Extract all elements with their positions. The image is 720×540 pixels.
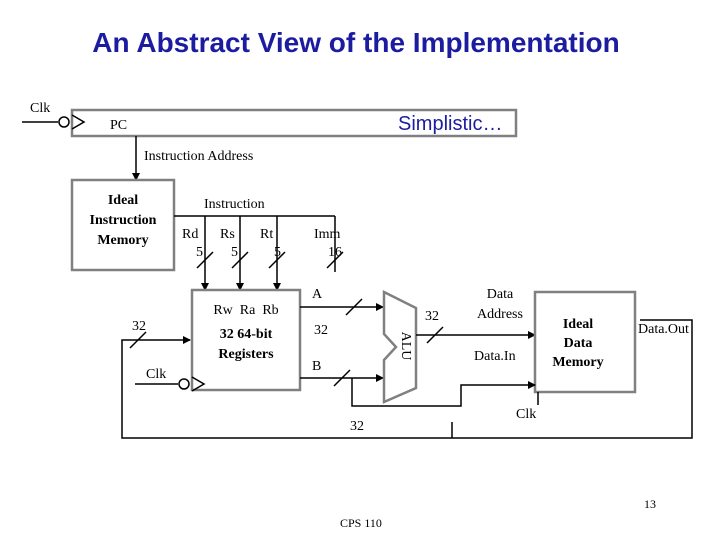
data-out-label: Data.Out: [638, 322, 689, 337]
pc-clk-label: Clk: [30, 101, 50, 116]
page-number: 13: [644, 497, 656, 511]
pc-label: PC: [110, 118, 127, 133]
alu-input-b: B: [312, 359, 321, 374]
slide-title: An Abstract View of the Implementation: [92, 27, 619, 58]
data-memory: [533, 290, 637, 394]
field-rd-width: 5: [196, 245, 203, 260]
instruction-memory-line1: Ideal: [108, 193, 138, 208]
alu-input-width: 32: [314, 323, 328, 338]
alu-input-a: A: [312, 287, 323, 302]
writeback-bus-width: 32: [350, 419, 364, 434]
alu: [382, 289, 418, 404]
field-rs-width: 5: [231, 245, 238, 260]
field-rd-label: Rd: [182, 227, 198, 242]
instruction-label: Instruction: [204, 197, 265, 212]
instruction-memory-line2: Instruction: [90, 213, 157, 228]
simplistic-note: Simplistic…: [398, 113, 502, 135]
register-ports: Rw Ra Rb: [213, 303, 278, 318]
regfile-clock-triangle: [191, 376, 206, 392]
regfile-clk-label: Clk: [146, 367, 166, 382]
rd-width-slash: [196, 251, 214, 269]
data-address-line2: Address: [477, 307, 523, 322]
data-in-bus: [351, 378, 536, 407]
data-memory-line1: Ideal: [563, 317, 593, 332]
instruction-memory-line3: Memory: [97, 233, 148, 248]
rs-width-slash: [231, 251, 249, 269]
register-file: [190, 288, 302, 392]
bus-a-slash: [345, 298, 363, 316]
alu-output-slash: [426, 326, 444, 344]
register-file-line1: 32 64-bit: [220, 327, 273, 342]
data-address-line1: Data: [487, 287, 514, 302]
field-rt-label: Rt: [260, 227, 273, 242]
instruction-memory: [70, 178, 176, 272]
regfile-clk-bubble: [178, 378, 190, 390]
field-imm-label: Imm: [314, 227, 341, 242]
instruction-address-label: Instruction Address: [144, 149, 253, 164]
alu-label: ALU: [398, 332, 413, 361]
writeback-bus: [121, 319, 693, 439]
datamem-clk-label: Clk: [516, 407, 536, 422]
pc-clock-triangle: [71, 114, 86, 130]
alu-output-width: 32: [425, 309, 439, 324]
rt-width-slash: [268, 251, 286, 269]
writeback-width-label: 32: [132, 319, 146, 334]
data-in-label: Data.In: [474, 349, 516, 364]
data-memory-line2: Data: [564, 336, 593, 351]
data-memory-line3: Memory: [552, 355, 603, 370]
bus-b-slash: [333, 369, 351, 387]
pc-register: [70, 108, 518, 138]
imm-width-slash: [326, 251, 344, 269]
register-file-line2: Registers: [218, 347, 274, 362]
pc-clk-bubble: [58, 116, 70, 128]
field-rs-label: Rs: [220, 227, 235, 242]
writeback-width-slash: [129, 331, 147, 349]
course-label: CPS 110: [340, 516, 382, 530]
